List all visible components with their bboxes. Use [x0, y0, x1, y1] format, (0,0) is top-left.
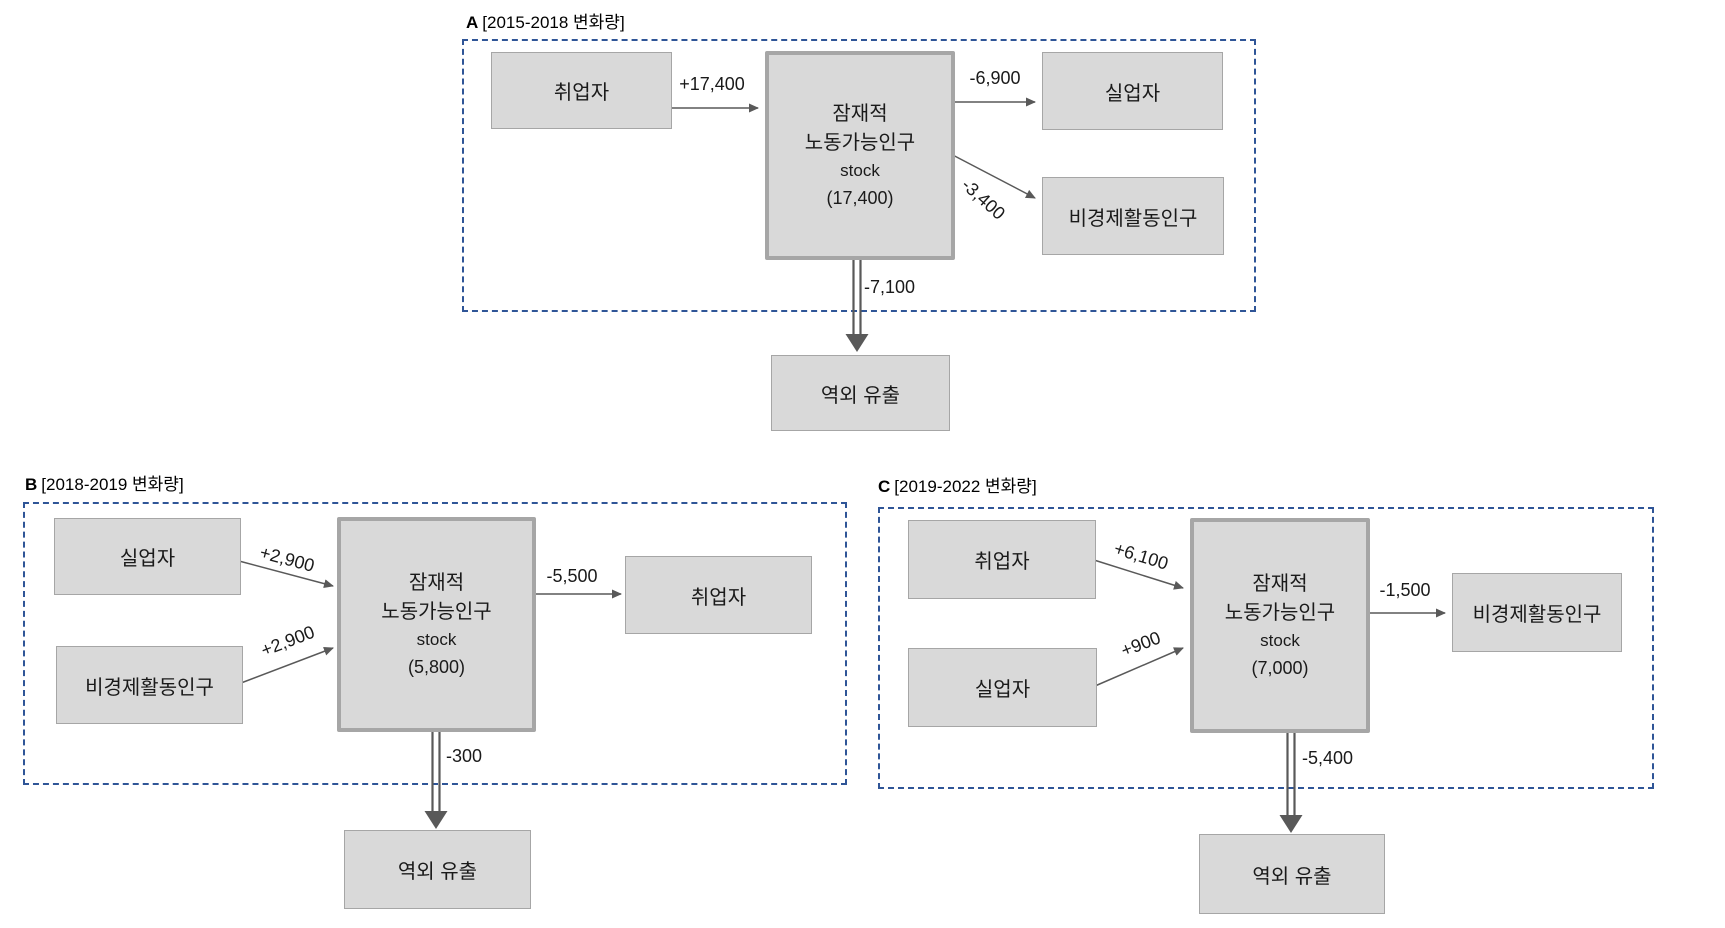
flow-label-b-out-to-employed: -5,500	[546, 566, 598, 586]
arrow-a-stock-to-inactive	[946, 151, 1036, 199]
node-b-stock-line2: 노동가능인구	[381, 600, 492, 623]
flow-label-b-offshore: -300	[446, 746, 483, 766]
panel-b-letter: B	[25, 475, 38, 494]
node-c-unemployed: 실업자	[908, 648, 1097, 727]
node-a-stock-line1: 잠재적	[832, 102, 888, 125]
node-b-stock: 잠재적 노동가능인구 stock (5,800)	[337, 517, 536, 732]
node-a-unemployed: 실업자	[1042, 52, 1223, 130]
panel-c-title: C[2019-2022 변화량]	[878, 472, 1037, 497]
arrow-c-offshore-head	[1279, 815, 1303, 833]
node-a-stock-line2: 노동가능인구	[804, 131, 916, 154]
node-b-stock-value: (5,800)	[407, 656, 466, 677]
node-c-outflow: 역외 유출	[1199, 834, 1385, 914]
node-b-stock-line3: stock	[416, 629, 457, 649]
node-a-employed: 취업자	[491, 52, 672, 129]
panel-b-title: B[2018-2019 변화량]	[25, 470, 184, 495]
node-a-inactive: 비경제활동인구	[1042, 177, 1224, 255]
panel-c-letter: C	[878, 477, 891, 496]
node-a-outflow: 역외 유출	[771, 355, 950, 431]
node-c-stock-line1: 잠재적	[1252, 572, 1308, 595]
panel-b-range: [2018-2019 변화량]	[41, 475, 184, 494]
node-b-outflow: 역외 유출	[344, 830, 531, 909]
arrow-c-unemployed-to-stock	[1094, 647, 1184, 687]
panel-a-range: [2015-2018 변화량]	[482, 13, 625, 32]
flow-label-a-in-from-employed: +17,400	[679, 74, 745, 94]
flow-label-a-out-to-unemployed: -6,900	[969, 68, 1021, 88]
panel-a-letter: A	[466, 13, 479, 32]
node-c-stock-value: (7,000)	[1251, 657, 1309, 678]
panel-c-dashed-frame	[878, 507, 1654, 789]
arrow-c-employed-to-stock	[1093, 559, 1184, 590]
flow-label-c-out-to-inactive: -1,500	[1379, 580, 1431, 600]
node-b-employed: 취업자	[625, 556, 812, 634]
node-b-inactive: 비경제활동인구	[56, 646, 243, 724]
node-c-stock: 잠재적 노동가능인구 stock (7,000)	[1190, 518, 1370, 733]
arrow-a-offshore-head	[845, 334, 869, 352]
panel-a-title: A[2015-2018 변화량]	[466, 8, 625, 33]
panel-a-dashed-frame	[462, 39, 1256, 312]
node-a-stock-line3: stock	[840, 160, 880, 180]
node-c-inactive: 비경제활동인구	[1452, 573, 1622, 652]
flow-label-a-offshore: -7,100	[864, 277, 916, 297]
node-c-employed: 취업자	[908, 520, 1096, 599]
arrow-b-inactive-to-stock	[240, 646, 334, 684]
node-c-stock-line3: stock	[1260, 630, 1300, 650]
flow-label-c-offshore: -5,400	[1302, 748, 1354, 768]
node-a-stock-value: (17,400)	[826, 187, 894, 208]
node-a-stock: 잠재적 노동가능인구 stock (17,400)	[765, 51, 955, 260]
node-b-unemployed: 실업자	[54, 518, 241, 595]
node-c-stock-line2: 노동가능인구	[1224, 601, 1336, 624]
arrow-b-offshore-head	[424, 811, 448, 829]
arrow-b-unemployed-to-stock	[238, 560, 334, 589]
node-b-stock-line1: 잠재적	[408, 571, 465, 594]
panel-c-range: [2019-2022 변화량]	[894, 477, 1037, 496]
panel-b-dashed-frame	[23, 502, 847, 785]
